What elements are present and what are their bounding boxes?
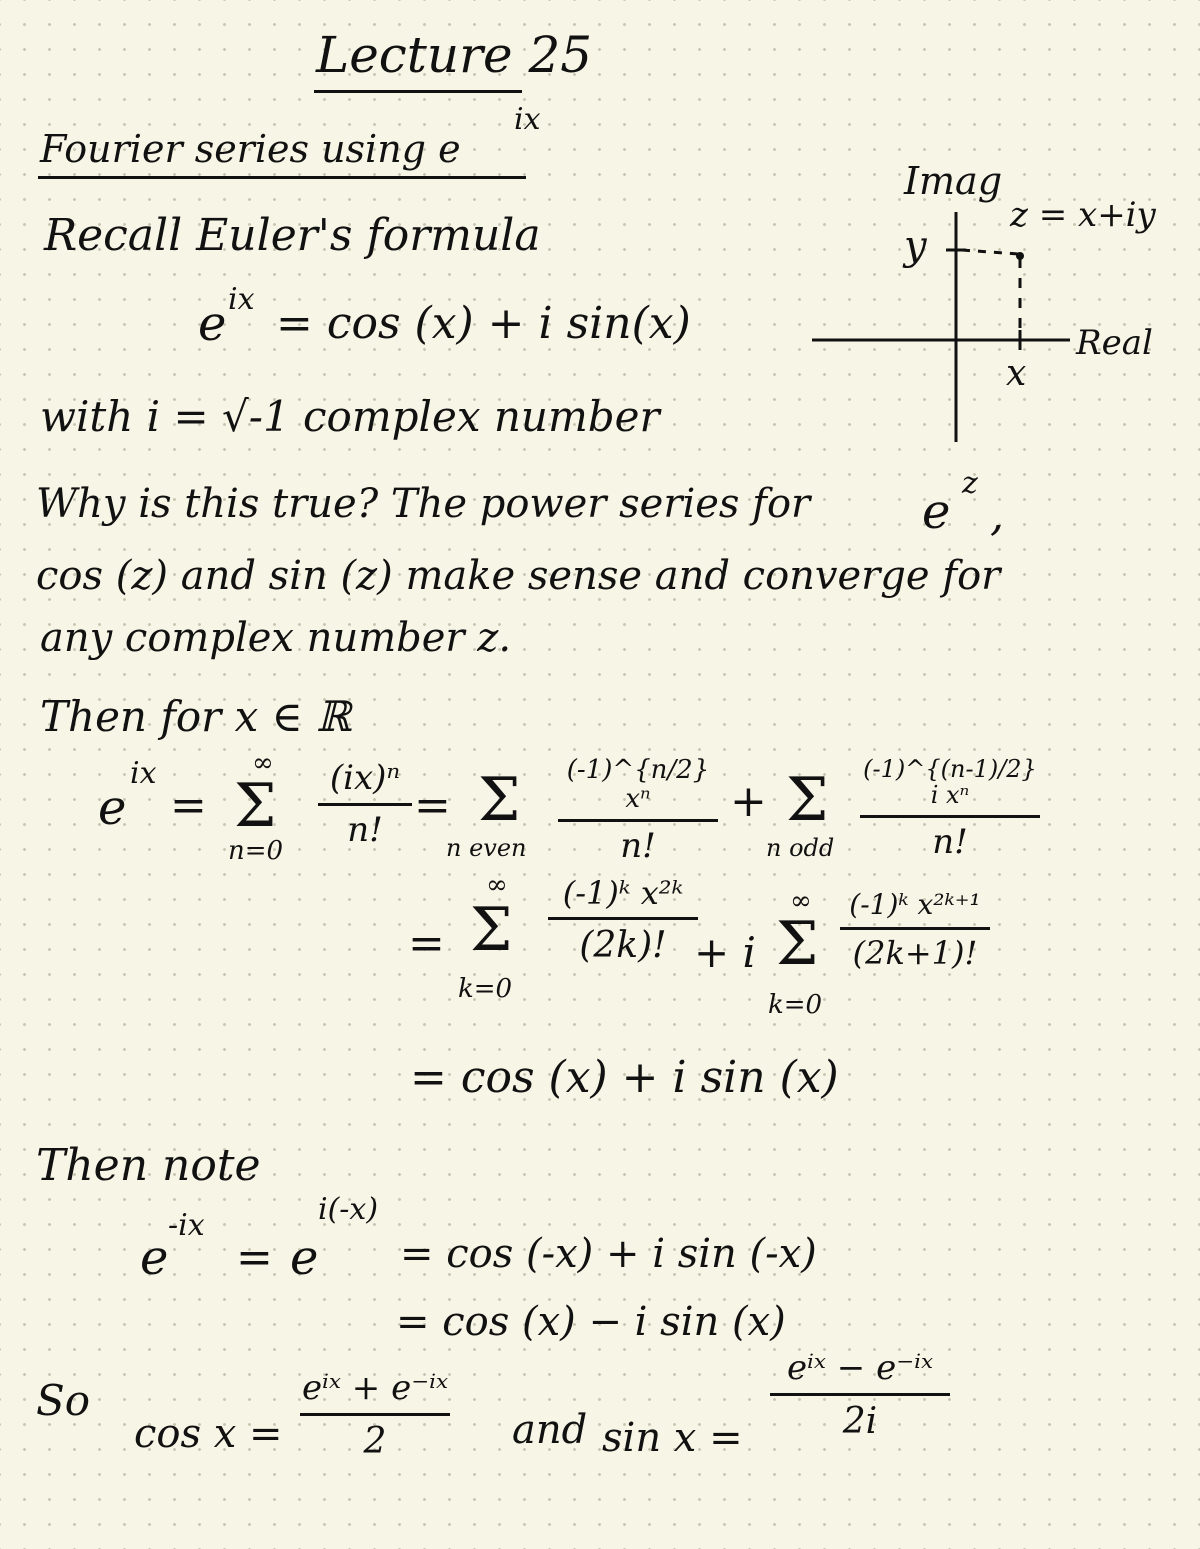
series2-frac-2-den: (2k+1)!	[852, 933, 978, 972]
heading-underline	[38, 176, 526, 179]
series-sum2-lower: n even	[446, 834, 527, 862]
imag-label: Imag	[904, 159, 1003, 203]
series-frac-2-bar	[558, 819, 718, 823]
title-underline	[314, 90, 522, 93]
sin-den: 2i	[842, 1401, 878, 1443]
recall-text: Recall Euler's formula	[44, 210, 541, 261]
euler-rhs: = cos (x) + i sin(x)	[276, 298, 691, 349]
real-label: Real	[1076, 323, 1153, 363]
series3-line: = cos (x) + i sin (x)	[410, 1052, 839, 1103]
so-label: So	[36, 1376, 91, 1425]
series-sum1-symbol: Σ	[234, 771, 277, 841]
why-line-3: any complex number z.	[40, 615, 512, 661]
series-sum1-lower: n=0	[228, 836, 284, 866]
series2-frac-1: (-1)ᵏ x²ᵏ (2k)!	[548, 874, 698, 967]
y-projection	[961, 248, 1019, 256]
series2-frac-2-bar	[840, 926, 990, 930]
why-line-1: Why is this true? The power series for	[36, 481, 811, 527]
why-line-2: cos (z) and sin (z) make sense and conve…	[36, 553, 1001, 599]
euler-lhs: e	[198, 296, 227, 352]
cos-den: 2	[363, 1421, 387, 1463]
cos-lhs: cos x =	[134, 1411, 283, 1457]
series2-sum1-symbol: Σ	[470, 895, 513, 965]
cos-fraction: eⁱˣ + e⁻ⁱˣ 2	[300, 1368, 450, 1463]
series-sum3-symbol: Σ	[786, 765, 829, 835]
series-frac-1-bar	[318, 803, 412, 807]
series-frac-3-den: n!	[932, 821, 968, 862]
series-eq-2: =	[414, 780, 451, 831]
series-frac-3-num: (-1)^{(n-1)/2} i xⁿ	[863, 755, 1037, 810]
sin-bar	[770, 1393, 950, 1397]
sin-lhs: sin x =	[602, 1415, 743, 1461]
series-sum1-upper: ∞	[252, 748, 274, 778]
section-heading: Fourier series using e	[40, 127, 461, 171]
page-title: Lecture 25	[316, 26, 593, 84]
series2-sum2-symbol: Σ	[776, 909, 819, 979]
series-sum2-symbol: Σ	[478, 765, 521, 835]
neg-lhs: e	[140, 1230, 169, 1286]
series2-frac-2-num: (-1)ᵏ x²ᵏ⁺¹	[849, 888, 981, 921]
neg-rhs: = cos (-x) + i sin (-x)	[400, 1231, 817, 1277]
z-point	[1016, 252, 1024, 260]
series-frac-3: (-1)^{(n-1)/2} i xⁿ n!	[860, 756, 1040, 861]
series-sum3-lower: n odd	[766, 834, 835, 862]
why-ez-comma: ,	[990, 490, 1004, 541]
neg-mid: e	[290, 1230, 319, 1286]
neg-line2: = cos (x) − i sin (x)	[396, 1299, 786, 1345]
sin-num: eⁱˣ − e⁻ⁱˣ	[786, 1348, 934, 1388]
why-ez-base: e	[922, 484, 951, 540]
series2-frac-2: (-1)ᵏ x²ᵏ⁺¹ (2k+1)!	[840, 888, 990, 972]
series-frac-2-den: n!	[620, 826, 656, 867]
series-lhs-exponent: ix	[130, 756, 157, 791]
and-word: and	[512, 1407, 588, 1453]
series2-sum1-upper: ∞	[486, 870, 508, 900]
cos-num: eⁱˣ + e⁻ⁱˣ	[301, 1368, 449, 1408]
series-frac-2-num: (-1)^{n/2} xⁿ	[566, 755, 710, 814]
sin-fraction: eⁱˣ − e⁻ⁱˣ 2i	[770, 1348, 950, 1443]
series-frac-3-bar	[860, 814, 1040, 818]
neg-eq: =	[236, 1232, 273, 1283]
then-for-line: Then for x ∈ ℝ	[40, 692, 351, 741]
with-line: with i = √-1 complex number	[40, 392, 660, 441]
series2-frac-1-bar	[548, 917, 698, 921]
y-label: y	[904, 223, 927, 269]
series2-eq: =	[408, 918, 445, 969]
series2-sum2-upper: ∞	[790, 886, 812, 916]
section-heading-exponent: ix	[514, 102, 541, 137]
series-eq-1: =	[170, 780, 207, 831]
series2-plus-i: + i	[694, 928, 756, 977]
series-frac-2: (-1)^{n/2} xⁿ n!	[558, 756, 718, 866]
cos-bar	[300, 1413, 450, 1417]
euler-lhs-exponent: ix	[228, 282, 255, 317]
neg-lhs-exponent: -ix	[168, 1208, 205, 1243]
x-label: x	[1006, 353, 1027, 394]
series2-frac-1-num: (-1)ᵏ x²ᵏ	[562, 874, 684, 912]
series-lhs: e	[98, 780, 127, 836]
why-ez-exponent: z	[962, 466, 978, 501]
series2-sum1-lower: k=0	[458, 974, 513, 1004]
then-note: Then note	[36, 1140, 261, 1191]
point-label: z = x+iy	[1010, 195, 1156, 235]
series2-frac-1-den: (2k)!	[579, 925, 667, 967]
series2-sum2-lower: k=0	[768, 990, 823, 1020]
neg-mid-exponent: i(-x)	[318, 1192, 379, 1227]
series-frac-1: (ix)ⁿ n!	[318, 758, 412, 851]
series-frac-1-num: (ix)ⁿ	[329, 758, 401, 798]
series-frac-1-den: n!	[347, 810, 383, 851]
series-plus: +	[730, 776, 767, 827]
